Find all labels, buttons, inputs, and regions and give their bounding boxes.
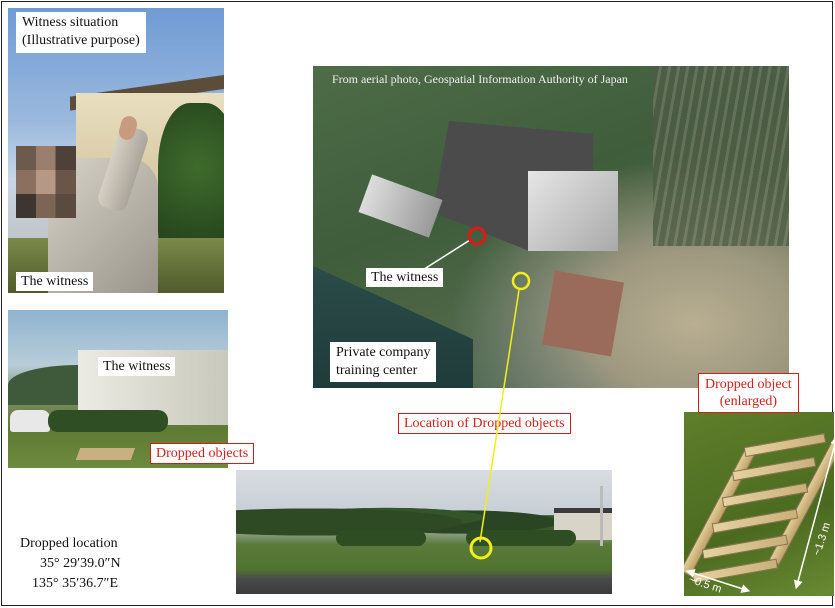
hedge [336,530,426,546]
car [10,410,50,432]
dropped-location-heading: Dropped location [20,536,118,551]
white-roof-building [528,171,618,251]
dropped-object-on-lawn [75,448,136,460]
annex-roof [358,174,443,238]
hedge [466,530,576,546]
location-of-dropped-objects-label: Location of Dropped objects [398,413,571,434]
latitude-text: 35° 29′39.0″N [40,556,121,571]
object-plank [743,432,827,458]
object-plank [691,558,779,584]
photo2-witness-label: The witness [98,357,176,376]
aerial-witness-label: The witness [366,268,444,287]
aerial-credit: From aerial photo, Geospatial Informatio… [332,72,628,86]
facility-label-line1: Private company [336,345,431,360]
dropped-objects-label: Dropped objects [150,443,255,464]
witness-situation-title: Witness situation (Illustrative purpose) [16,12,146,53]
photo1-witness-label: The witness [16,272,94,291]
dropped-object-enlarged-label: Dropped object (enlarged) [698,373,799,413]
witness-situation-title-line1: Witness situation [22,15,119,30]
witness-situation-photo [8,8,224,293]
longitude-text: 135° 35′36.7″E [32,576,119,591]
hedge [48,410,168,432]
pixelated-face [16,146,76,218]
facility-label: Private company training center [330,342,437,382]
ground-level-photo [236,470,612,594]
aerial-photo [313,66,789,388]
pine-tree [158,103,224,263]
facility-label-line2: training center [336,363,418,378]
dropped-object-label-line2: (enlarged) [719,394,777,409]
street-lamp [600,486,603,546]
object-side-rail [684,447,757,577]
dropped-object-closeup-photo [684,412,834,596]
tennis-court [542,270,624,357]
witness-site-photo [8,310,228,468]
dropped-object-label-line1: Dropped object [705,377,792,392]
witness-situation-title-line2: (Illustrative purpose) [22,33,140,48]
railway-tracks [653,66,789,246]
